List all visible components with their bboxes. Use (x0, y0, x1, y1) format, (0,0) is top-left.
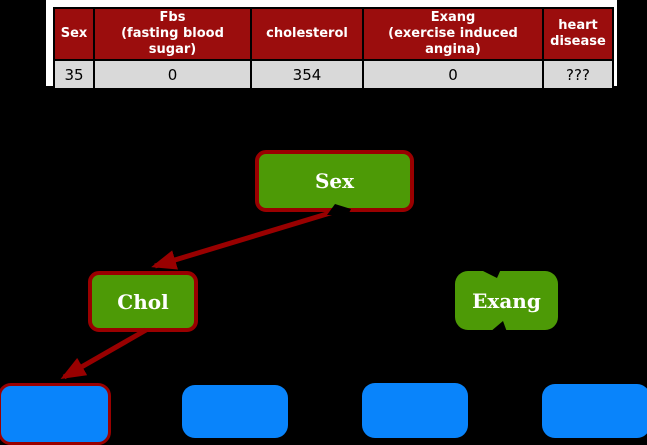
cell-sex-value: 35 (53, 59, 95, 90)
tree-node-sex: Sex (255, 150, 414, 212)
col-header-exang-line1: Exang (430, 10, 476, 25)
tree-node-exang: Exang (455, 271, 558, 330)
cell-fbs-value: 0 (93, 59, 252, 90)
col-header-heart-disease-line1: heart (558, 18, 598, 33)
tree-node-exang-label: Exang (472, 288, 541, 313)
leaf-node-1 (0, 383, 111, 445)
col-header-sex: Sex (53, 7, 95, 61)
leaf-node-2 (182, 385, 288, 438)
arrow-chol-to-leaf1 (60, 327, 148, 380)
table-header-row: Sex Fbs(fasting blood sugar) cholesterol… (53, 7, 614, 61)
tree-node-chol-label: Chol (117, 289, 169, 314)
cell-cholesterol-value: 354 (250, 59, 364, 90)
patient-data-table: Sex Fbs(fasting blood sugar) cholesterol… (53, 7, 614, 90)
leaf-node-4 (542, 384, 647, 438)
col-header-heart-disease-line2: disease (550, 34, 606, 49)
col-header-sex-line1: Sex (60, 26, 88, 41)
tree-node-chol: Chol (88, 271, 198, 332)
table-row: 35 0 354 0 ??? (53, 59, 614, 90)
arrow-sex-to-chol (151, 207, 341, 270)
cell-heart-disease-value: ??? (542, 59, 614, 90)
col-header-cholesterol-line1: cholesterol (266, 26, 348, 41)
col-header-fbs-line2: (fasting blood sugar) (121, 26, 224, 57)
col-header-fbs-line1: Fbs (159, 10, 186, 25)
leaf-node-3 (362, 383, 468, 438)
col-header-fbs: Fbs(fasting blood sugar) (93, 7, 252, 61)
cell-exang-value: 0 (362, 59, 544, 90)
col-header-exang: Exang(exercise induced angina) (362, 7, 544, 61)
col-header-exang-line2: (exercise induced angina) (388, 26, 518, 57)
data-table-container: Sex Fbs(fasting blood sugar) cholesterol… (46, 0, 617, 90)
tree-node-sex-label: Sex (314, 169, 355, 193)
col-header-cholesterol: cholesterol (250, 7, 364, 61)
